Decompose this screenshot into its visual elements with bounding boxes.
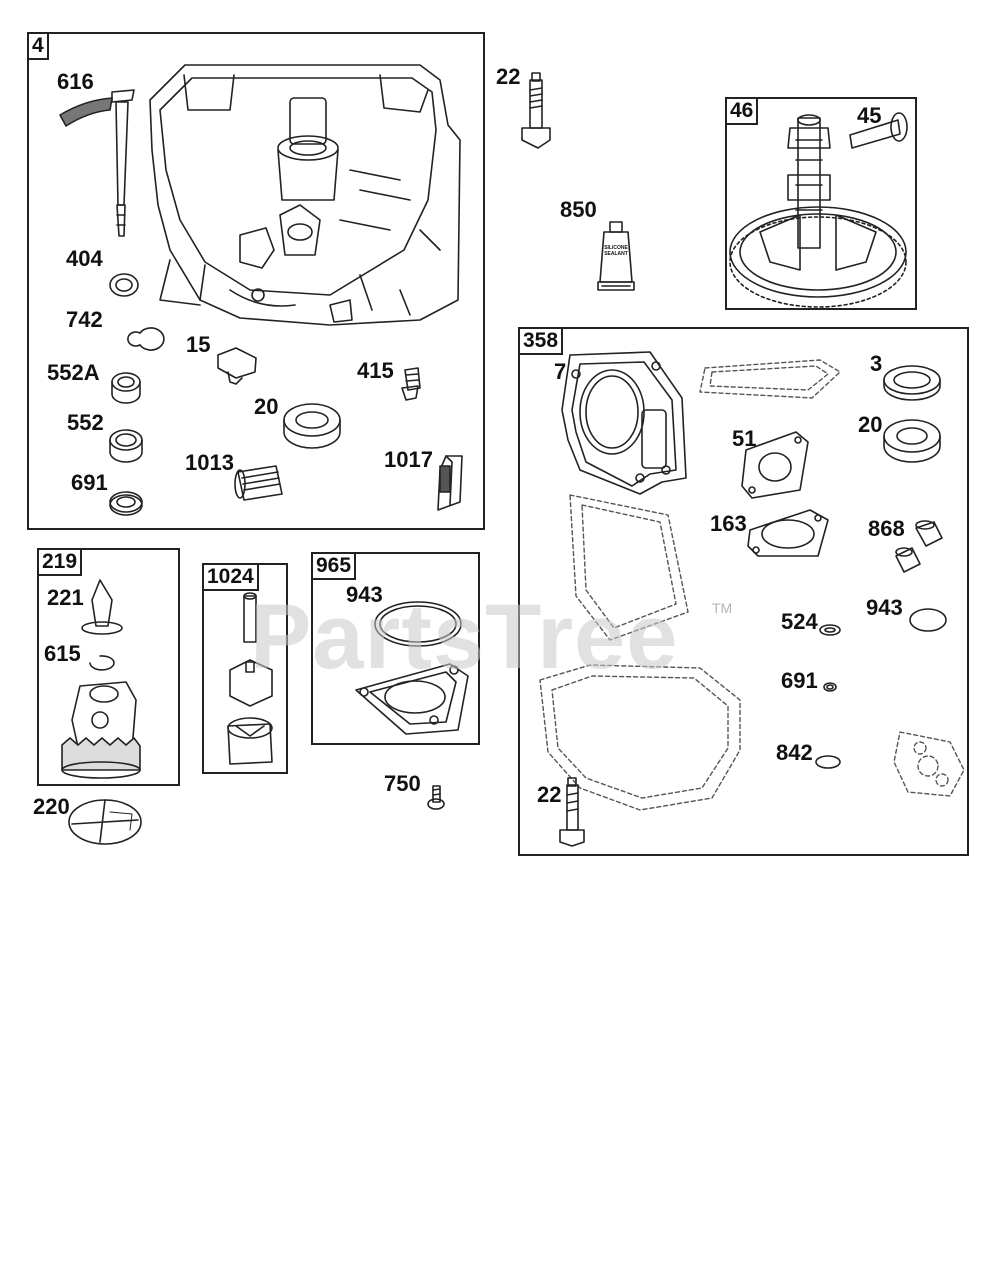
sealant-label-line1: SILICONE	[604, 245, 628, 251]
watermark: PartsTree	[250, 586, 679, 688]
gasket-163-icon	[747, 509, 829, 557]
cover-plate-965-icon	[355, 663, 469, 735]
part-20b: 20	[858, 412, 883, 437]
bolt-22b-icon	[559, 777, 585, 847]
part-1017: 1017	[384, 447, 433, 472]
spring-1013-icon	[234, 465, 283, 501]
part-51: 51	[732, 426, 757, 451]
part-742: 742	[66, 307, 103, 332]
part-1013: 1013	[185, 450, 234, 475]
box-219-tag: 219	[37, 548, 83, 577]
oil-pump-gear-icon	[61, 681, 141, 779]
part-943b: 943	[866, 595, 903, 620]
bearing-20b-icon	[883, 419, 941, 463]
watermark-trademark: TM	[712, 600, 733, 616]
gasket-51-icon	[741, 431, 809, 499]
bolt-22a-icon	[521, 72, 551, 149]
ring-842-icon	[815, 755, 841, 769]
ring-615-icon	[89, 655, 115, 671]
box-965-tag: 965	[311, 552, 357, 581]
dipstick-tube-icon	[59, 89, 135, 237]
box-4: 4	[27, 32, 485, 530]
pin-221-icon	[81, 579, 123, 635]
inner-rotor-icon	[229, 659, 273, 707]
box-358-tag: 358	[518, 327, 564, 356]
part-22a: 22	[496, 64, 521, 89]
part-691b: 691	[781, 668, 818, 693]
part-616: 616	[57, 69, 94, 94]
pad-1017-icon	[437, 455, 463, 511]
bushing-552-icon	[109, 429, 143, 463]
part-943a: 943	[346, 582, 383, 607]
part-691a: 691	[71, 470, 108, 495]
ring-524-icon	[819, 624, 841, 636]
part-552a: 552A	[47, 360, 100, 385]
part-7: 7	[554, 359, 567, 384]
part-868: 868	[868, 516, 905, 541]
part-3: 3	[870, 351, 883, 376]
ring-3-icon	[883, 365, 941, 401]
outer-rotor-icon	[227, 717, 273, 765]
sealant-tube-icon	[597, 221, 635, 291]
part-163: 163	[710, 511, 747, 536]
head-gasket-7-icon	[561, 351, 687, 495]
box-965: 965	[311, 552, 480, 745]
oring-943b-icon	[909, 608, 947, 632]
part-404: 404	[66, 246, 103, 271]
box-46: 46	[725, 97, 917, 310]
sump-crankcase-icon	[149, 64, 461, 326]
oring-943a-icon	[374, 601, 462, 647]
bushing-552a-icon	[111, 372, 141, 404]
box-4-tag: 4	[27, 32, 49, 61]
part-850: 850	[560, 197, 597, 222]
part-22b: 22	[537, 782, 562, 807]
seal-691a-icon	[109, 491, 143, 516]
part-20a: 20	[254, 394, 279, 419]
part-615: 615	[44, 641, 81, 666]
flange-gasket-icon	[893, 731, 965, 797]
camshaft-gear-icon	[729, 114, 907, 308]
part-221: 221	[47, 585, 84, 610]
retaining-ring-742-icon	[127, 327, 165, 351]
box-219: 219	[37, 548, 180, 786]
plug-15-icon	[217, 347, 257, 385]
seal-404-icon	[109, 273, 139, 297]
part-552: 552	[67, 410, 104, 435]
sealant-label-line2: SEALANT	[604, 250, 628, 257]
part-750: 750	[384, 771, 421, 796]
bearing-20a-icon	[283, 403, 341, 449]
part-842: 842	[776, 740, 813, 765]
dowel-868-icon	[895, 520, 943, 573]
box-1024: 1024	[202, 563, 288, 774]
box-1024-tag: 1024	[202, 563, 259, 592]
part-415: 415	[357, 358, 394, 383]
sealant-label: SILICONE SEALANT	[600, 245, 632, 257]
box-358: 358	[518, 327, 969, 856]
screw-750-icon	[427, 785, 445, 810]
part-524: 524	[781, 609, 818, 634]
seal-691b-icon	[823, 682, 837, 692]
box-46-tag: 46	[725, 97, 759, 126]
part-15: 15	[186, 332, 211, 357]
fitting-415-icon	[401, 367, 421, 401]
valve-cover-gasket-icon	[699, 359, 841, 399]
part-220: 220	[33, 794, 70, 819]
screen-220-icon	[68, 799, 142, 845]
crankcase-gasket-icon	[539, 664, 741, 811]
part-45: 45	[857, 103, 882, 128]
pin-45-icon	[849, 112, 908, 149]
rotor-pin-icon	[243, 592, 257, 643]
breather-gasket-icon	[569, 494, 689, 641]
